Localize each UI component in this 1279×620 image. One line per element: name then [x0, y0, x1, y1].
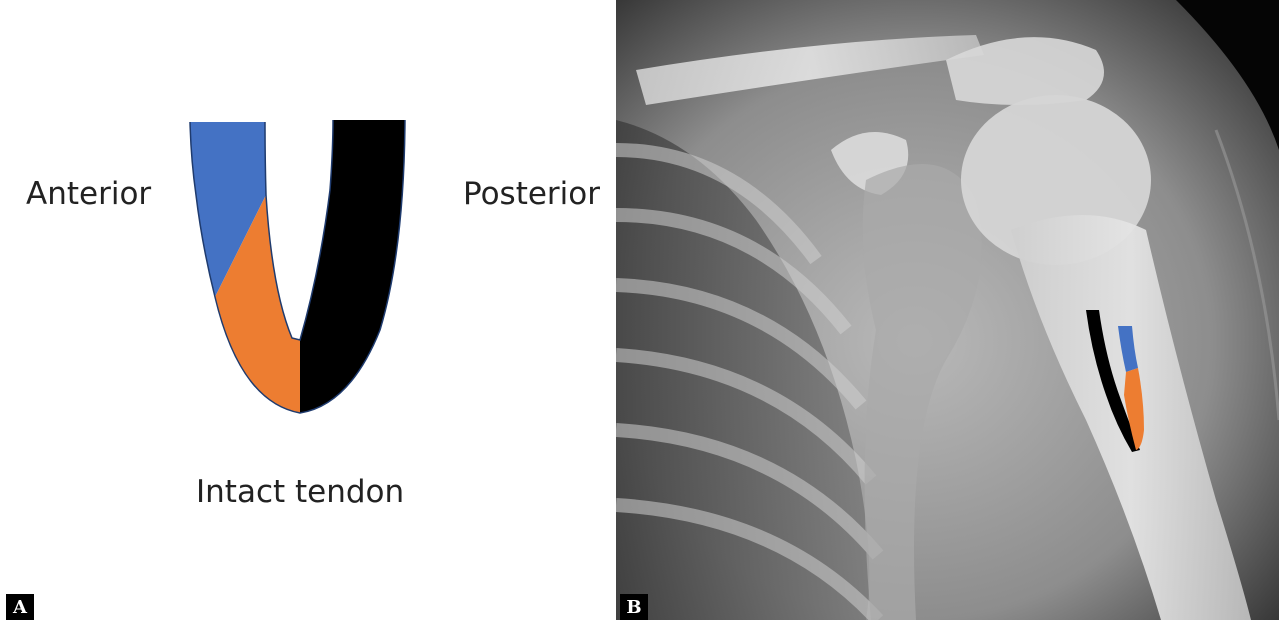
posterior-label: Posterior: [463, 176, 600, 212]
panel-b-xray: B: [616, 0, 1279, 620]
panel-a-diagram: Anterior Posterior Intact tendon A: [0, 0, 614, 620]
panel-a-tag: A: [6, 594, 34, 620]
panel-b-tag: B: [620, 594, 648, 620]
anterior-label: Anterior: [26, 176, 151, 212]
tendon-black-segment: [300, 120, 405, 413]
intact-tendon-label: Intact tendon: [196, 474, 404, 510]
shoulder-xray-image: [616, 0, 1279, 620]
tendon-u-diagram: [0, 0, 614, 620]
